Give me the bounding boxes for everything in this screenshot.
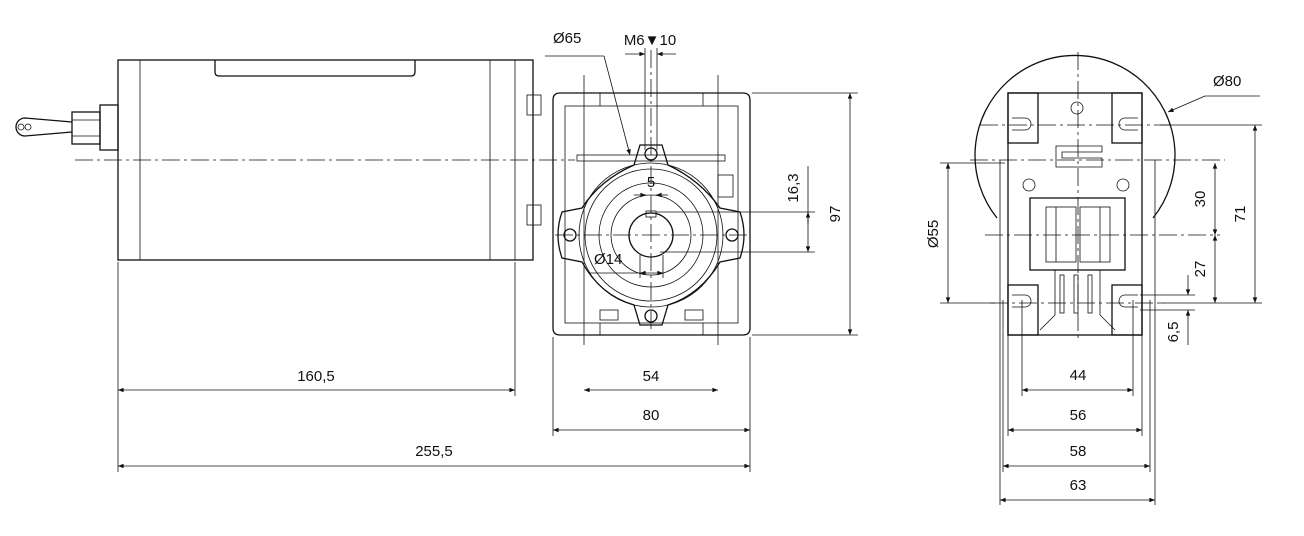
dim-63: 63 [1070,477,1087,494]
dim-bore: Ø14 [594,251,622,268]
dim-255-5: 255,5 [415,443,453,460]
gearbox-front [552,50,751,345]
dim-pilot: Ø55 [925,220,942,248]
dim-80: 80 [643,407,660,424]
dim-56: 56 [1070,407,1087,424]
dim-16-3: 16,3 [785,173,802,202]
dim-key-5: 5 [647,174,655,191]
gearbox-side [970,52,1225,505]
dim-flange-diameter: Ø65 [553,30,581,47]
cable-gland [15,104,119,151]
dim-58: 58 [1070,443,1087,460]
dim-thread: M6▼10 [624,32,676,49]
front-dimensions: 160,5 255,5 54 80 97 16,3 5 Ø14 Ø65 [117,30,858,472]
dim-flange-outer: Ø80 [1213,73,1241,90]
dim-160-5: 160,5 [297,368,335,385]
side-dimensions: 44 56 58 63 Ø55 30 27 71 6,5 Ø80 [925,73,1262,503]
dim-71: 71 [1232,206,1249,223]
dim-44: 44 [1070,367,1087,384]
dim-30: 30 [1192,191,1209,208]
dim-27: 27 [1192,261,1209,278]
dim-54: 54 [643,368,660,385]
dim-97: 97 [827,206,844,223]
dim-6-5: 6,5 [1165,322,1182,343]
